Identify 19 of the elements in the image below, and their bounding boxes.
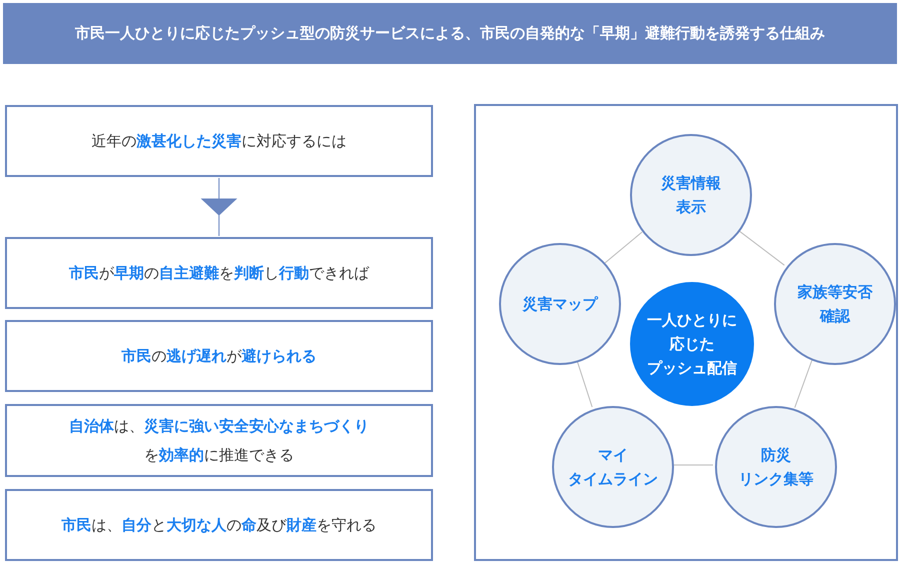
statement-box: 自治体は、災害に強い安全安心なまちづくりを効率的に推進できる xyxy=(5,404,433,477)
statement-box: 近年の激甚化した災害に対応するには xyxy=(5,105,433,177)
connector-line xyxy=(672,464,714,466)
statement-box: 市民の逃げ遅れが避けられる xyxy=(5,320,433,392)
connector-line xyxy=(737,229,785,266)
down-arrow xyxy=(202,178,238,236)
panel-frame xyxy=(474,104,898,561)
statement-box: 市民が早期の自主避難を判断し行動できれば xyxy=(5,237,433,309)
connector-line xyxy=(604,232,643,264)
feature-circle: マイタイムライン xyxy=(552,406,674,528)
connector-line xyxy=(794,358,813,408)
feature-circle: 家族等安否確認 xyxy=(774,243,896,365)
connector-line xyxy=(576,360,593,408)
feature-circle: 防災リンク集等 xyxy=(715,406,837,528)
statement-box: 市民は、自分と大切な人の命及び財産を守れる xyxy=(5,489,433,561)
feature-circle: 災害情報表示 xyxy=(630,134,752,256)
title-banner: 市民一人ひとりに応じたプッシュ型の防災サービスによる、市民の自発的な「早期」避難行動を誘発する仕組み xyxy=(3,3,897,64)
feature-circle: 災害マップ xyxy=(499,243,621,365)
hub-circle: 一人ひとりに応じたプッシュ配信 xyxy=(630,282,754,406)
